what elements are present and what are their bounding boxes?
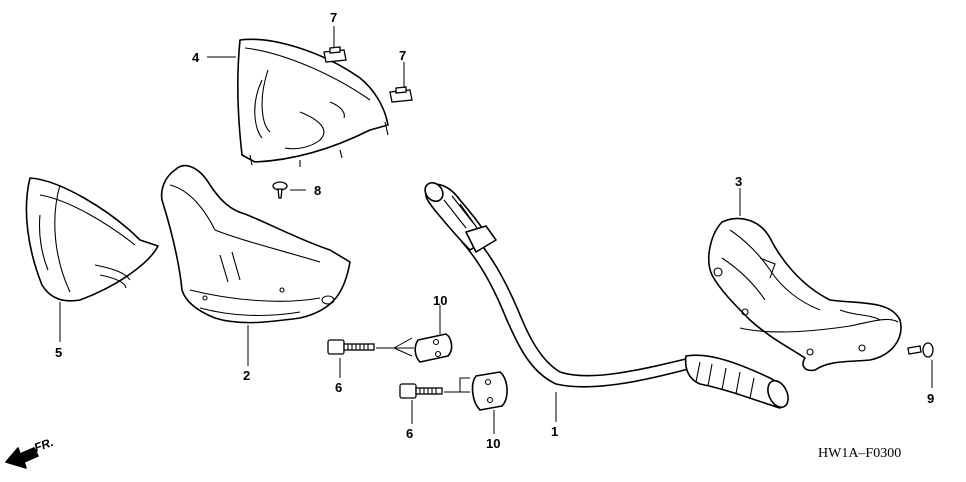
- lower-cover: [160, 164, 351, 324]
- callout-10-lower: 10: [486, 436, 500, 451]
- bolt-upper: [327, 339, 375, 355]
- callout-8: 8: [314, 183, 321, 198]
- handlebar-pipe: [424, 181, 789, 409]
- rear-cover: [708, 217, 902, 372]
- holder-clamp-upper: [414, 333, 453, 363]
- callout-labels: 1 2 3 4 5 6 6 7 7 8 9 10 10: [55, 10, 934, 451]
- upper-front-cover: [237, 38, 389, 167]
- direction-label: FR.: [32, 435, 55, 455]
- clip-lower: [389, 86, 413, 103]
- callout-6-lower: 6: [406, 426, 413, 441]
- front-direction-arrow: FR.: [5, 435, 55, 469]
- holder-clamp-lower: [471, 371, 508, 411]
- callout-7-upper: 7: [330, 10, 337, 25]
- screw-8: [272, 181, 288, 199]
- callout-1: 1: [551, 424, 558, 439]
- callout-2: 2: [243, 368, 250, 383]
- callout-7-lower: 7: [399, 48, 406, 63]
- callout-10-upper: 10: [433, 293, 447, 308]
- callout-4: 4: [192, 50, 200, 65]
- callout-5: 5: [55, 345, 62, 360]
- clip-upper: [323, 46, 347, 63]
- diagram-code: HW1A–F0300: [818, 446, 901, 461]
- side-cover: [25, 177, 159, 302]
- bolt-lower: [399, 383, 443, 399]
- screw-9: [907, 342, 934, 358]
- callout-6-upper: 6: [335, 380, 342, 395]
- callout-9: 9: [927, 391, 934, 406]
- callout-3: 3: [735, 174, 742, 189]
- leader-lines: [59, 26, 933, 434]
